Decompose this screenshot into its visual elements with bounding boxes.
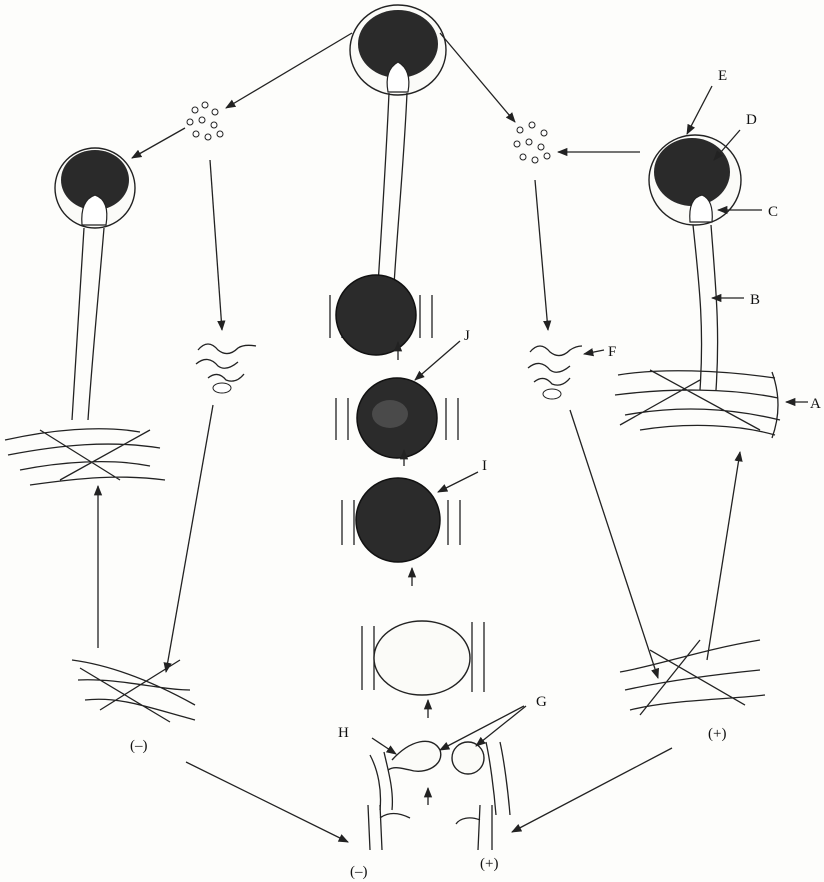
left-sporangium [55,148,135,420]
left-mycelium-minus [72,660,195,722]
mating-type-minus-bottom: (–) [350,864,368,880]
left-spore-cluster [187,102,223,140]
label-c: C [768,204,778,220]
center-sporangiophore [378,93,407,285]
label-h: H [338,725,349,741]
gametangia-pair [370,741,510,815]
label-e: E [718,68,727,84]
label-g: G [536,694,547,710]
right-spore-cluster [514,122,550,163]
hyphae-minus-plus [368,805,492,850]
zygospore-mature-top [330,275,432,355]
left-mycelium-top [5,429,165,485]
mating-type-plus-bottom: (+) [480,856,498,872]
mating-type-plus-right: (+) [708,726,726,742]
label-i: I [482,458,487,474]
mycelium-bracket [772,372,778,438]
left-sporangiophore [72,228,104,420]
zygospore-j [336,378,458,458]
label-j: J [464,328,470,344]
mating-type-minus-left: (–) [130,738,148,754]
right-sporangium [649,135,741,390]
right-sporangiophore [693,225,718,390]
label-d: D [746,112,757,128]
zygospore-i [342,478,460,562]
left-germinating-spores [196,344,256,393]
center-sporangium [350,5,446,285]
right-germinating-spores [528,346,582,399]
label-a: A [810,396,821,412]
right-mycelium-top [615,370,780,438]
label-f: F [608,344,616,360]
progametangia-fused [362,621,484,695]
label-b: B [750,292,760,308]
right-mycelium-plus [620,640,765,715]
